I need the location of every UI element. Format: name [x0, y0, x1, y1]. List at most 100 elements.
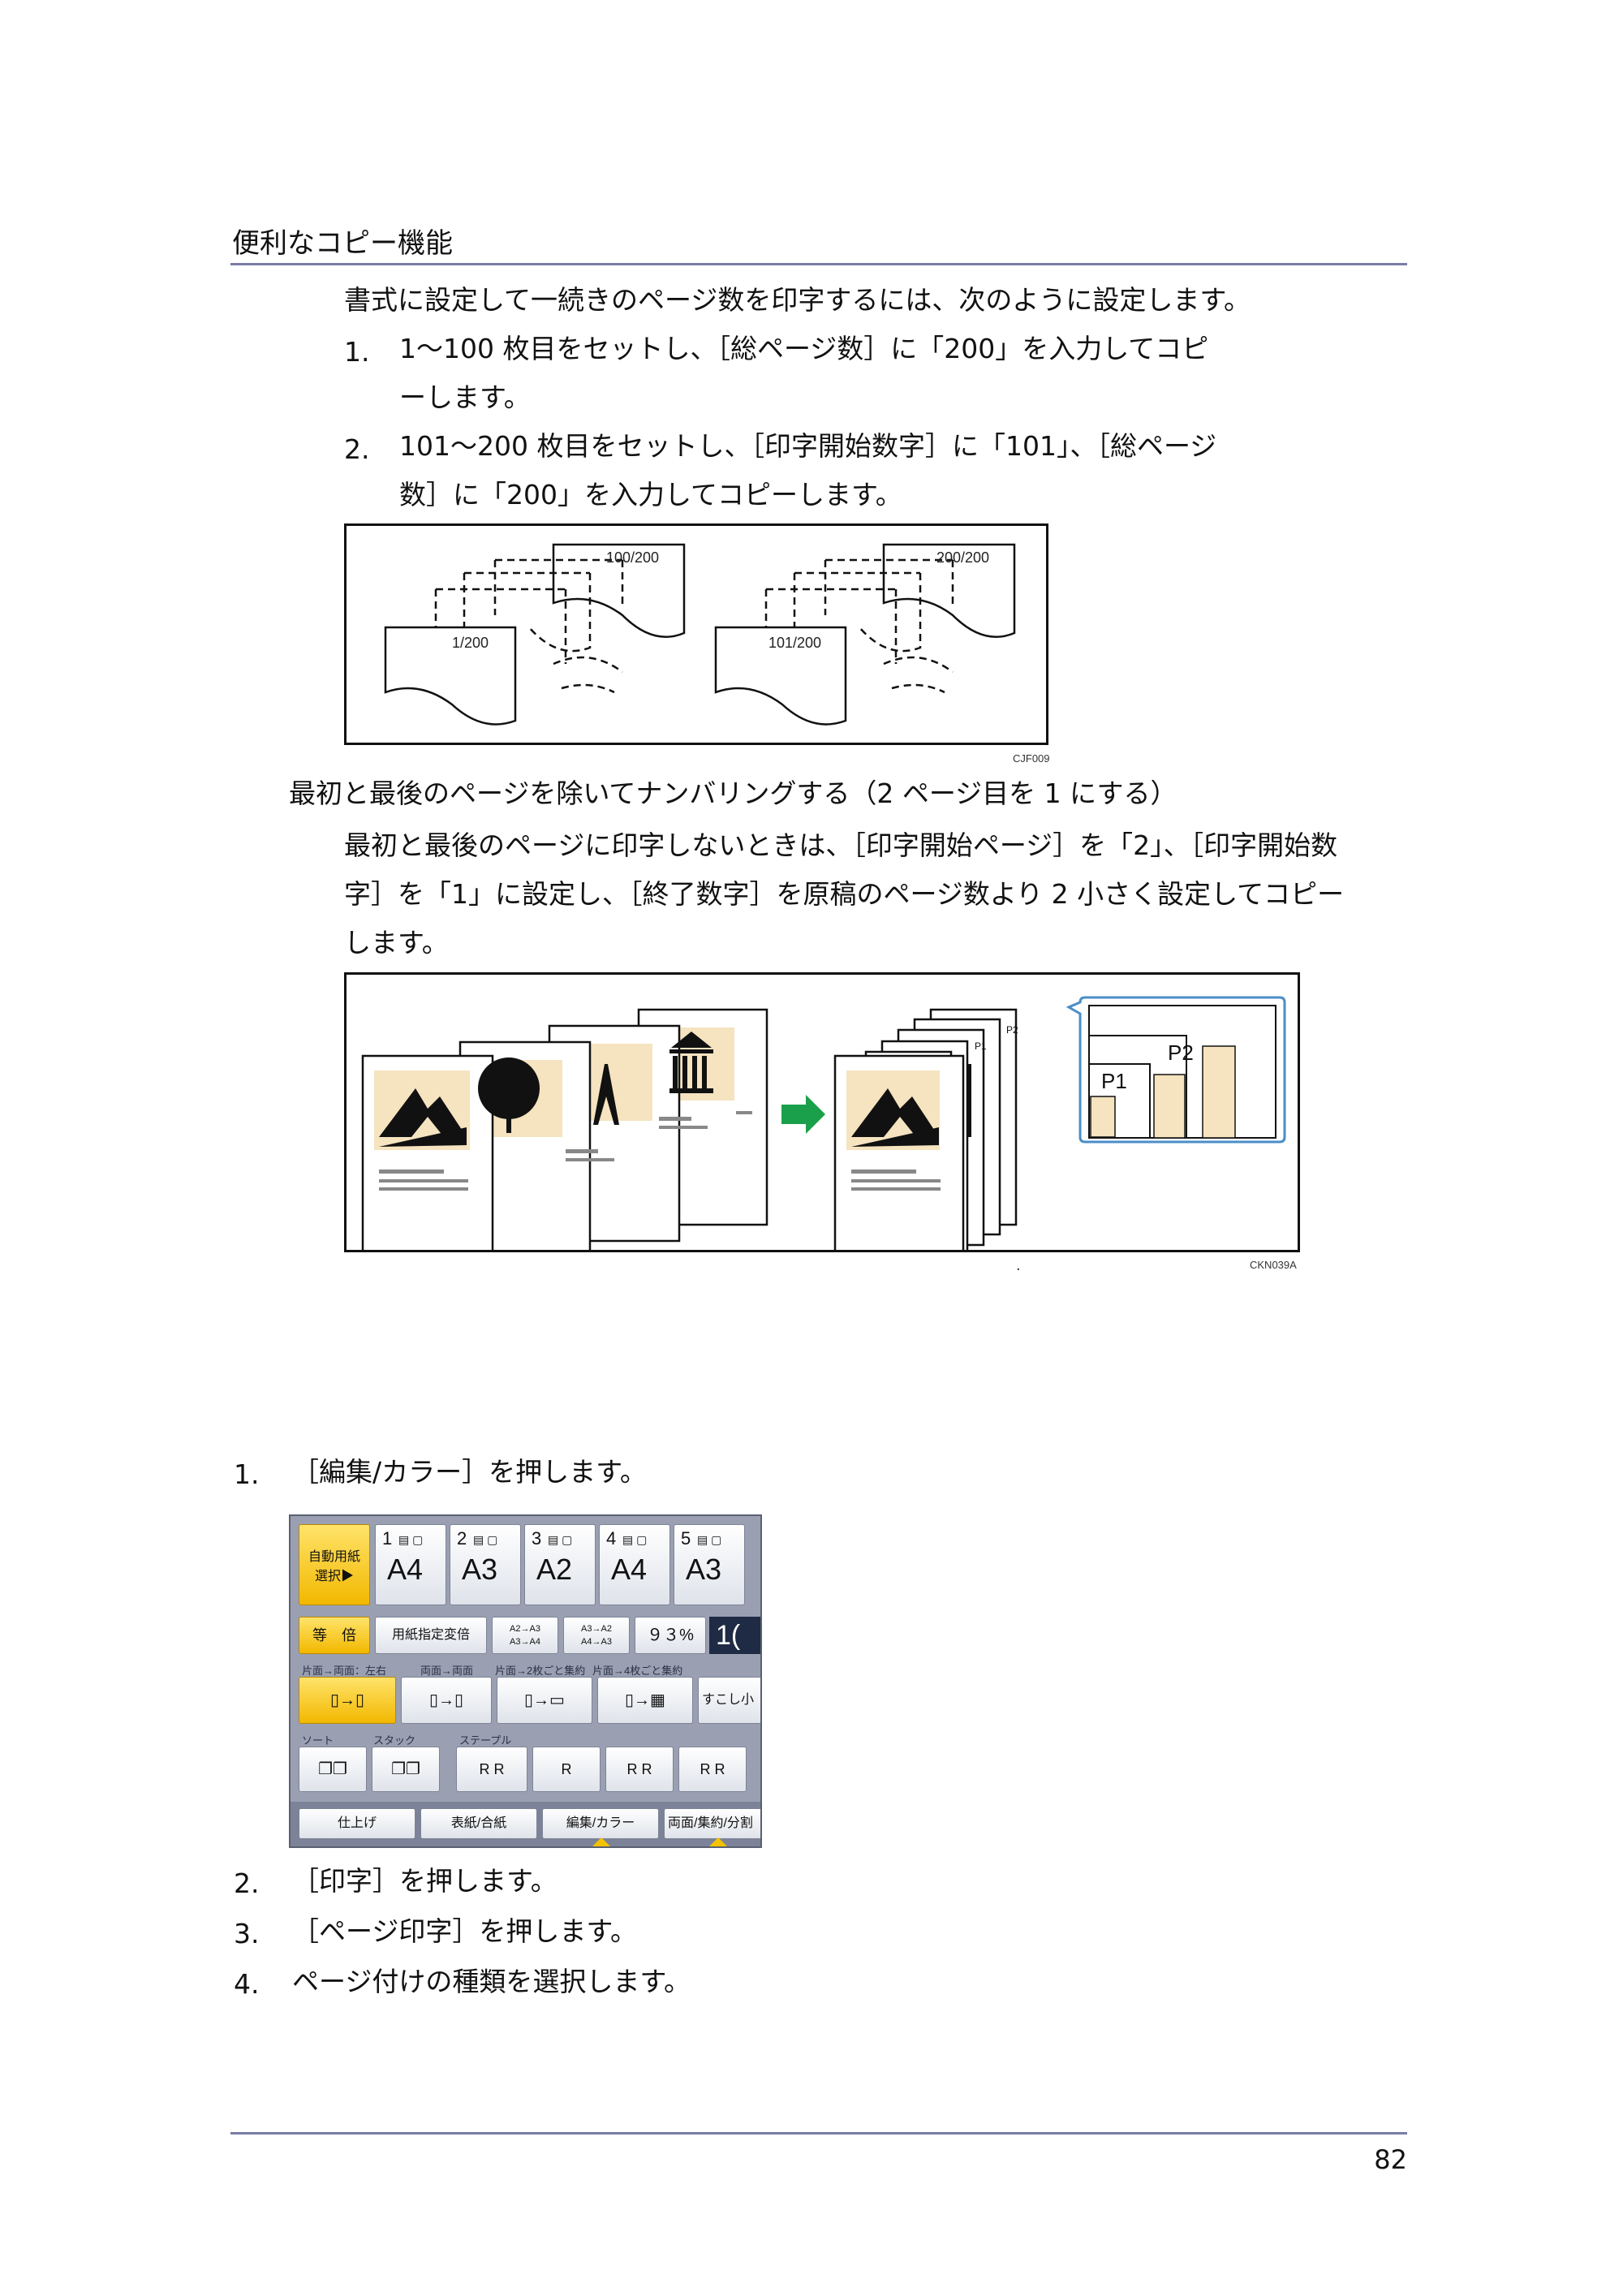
tray-icon: ▤ ▢ — [622, 1533, 648, 1546]
step-number: 2. — [344, 433, 370, 465]
ratio-label: A3→A2 — [581, 1624, 612, 1634]
combine-2-button[interactable]: ▯→▭ — [497, 1677, 592, 1724]
tab-indicator-icon — [592, 1837, 610, 1846]
paper-size: A3 — [686, 1553, 722, 1586]
tray-number: 3 — [532, 1528, 542, 1549]
duplex-2to2-button[interactable]: ▯→▯ — [401, 1677, 492, 1724]
tray-icon: ▤ ▢ — [473, 1533, 498, 1546]
tray-number: 4 — [606, 1528, 617, 1549]
tray-button[interactable]: 5 ▤ ▢ A3 — [674, 1524, 745, 1605]
duplex-1to2-button[interactable]: ▯→▯ — [299, 1677, 396, 1724]
stack-button[interactable]: ❐❐ — [372, 1747, 440, 1792]
auto-paper-select-button[interactable]: 自動用紙 選択▶ — [299, 1524, 370, 1605]
tab-finishing[interactable]: 仕上げ — [299, 1808, 415, 1839]
staple-button[interactable]: R R — [605, 1747, 674, 1792]
duplex-label: 片面→4枚ごと集約 — [592, 1665, 683, 1677]
same-size-button[interactable]: 等 倍 — [299, 1617, 370, 1654]
auto-paper-label: 自動用紙 — [308, 1550, 360, 1564]
tray-icon: ▤ ▢ — [548, 1533, 573, 1546]
tray-number: 5 — [681, 1528, 691, 1549]
paper-size: A4 — [611, 1553, 648, 1586]
step-line: 101～200 枚目をセットし、［印字開始数字］に「101」、［総ページ — [399, 430, 1217, 462]
procedure-number: 4. — [234, 1968, 260, 2000]
tray-icon: ▤ ▢ — [697, 1533, 722, 1546]
tab-edit-color[interactable]: 編集/カラー — [542, 1808, 659, 1839]
page-label: 200/200 — [936, 549, 989, 566]
procedure-text: ［印字］を押します。 — [292, 1865, 558, 1897]
stack-icon: ❐❐ — [391, 1760, 420, 1778]
sort-label: スタック — [373, 1734, 416, 1747]
duplex-label: 片面→2枚ごと集約 — [495, 1665, 586, 1677]
figure-dot: . — [1016, 1256, 1021, 1274]
page-label: P2 — [1006, 1024, 1018, 1036]
procedure-text: ページ付けの種類を選択します。 — [292, 1966, 691, 1997]
tab-duplex-combine-series[interactable]: 両面/集約/分割 — [664, 1808, 760, 1839]
tab-indicator-icon — [709, 1837, 727, 1846]
reduce-ratio-button[interactable]: A2→A3 A3→A4 — [492, 1617, 558, 1654]
staple-icon: R R — [479, 1761, 505, 1777]
figure-skip-pages-drawing: P2 P1 P2 P1 — [361, 996, 1286, 1269]
procedure-number: 2. — [234, 1867, 260, 1899]
ratio-label: A4→A3 — [581, 1637, 612, 1647]
staple-button[interactable]: R R — [456, 1747, 527, 1792]
tray-number: 2 — [457, 1528, 467, 1549]
step-line: 数］に「200」を入力してコピーします。 — [399, 479, 902, 510]
ratio-label: A3→A4 — [510, 1637, 540, 1647]
tray-icon: ▤ ▢ — [398, 1533, 424, 1546]
staple-icon: R — [561, 1761, 572, 1777]
auto-paper-label2: 選択▶ — [314, 1570, 354, 1583]
percent-button[interactable]: ９３% — [635, 1617, 706, 1654]
page-label: 101/200 — [768, 635, 821, 651]
staple-button[interactable]: R — [532, 1747, 601, 1792]
combine-icon: ▯→▭ — [524, 1691, 565, 1709]
section-line: します。 — [344, 927, 449, 958]
slightly-smaller-button[interactable]: すこし小 — [698, 1677, 760, 1724]
procedure-text: ［ページ印字］を押します。 — [292, 1915, 638, 1947]
figure-code: CKN039A — [1250, 1259, 1297, 1271]
tray-button[interactable]: 1 ▤ ▢ A4 — [375, 1524, 446, 1605]
figure-page-numbering: 100/200 1/200 200/200 101/200 — [344, 523, 1048, 745]
section-heading: 最初と最後のページを除いてナンバリングする（2 ページ目を 1 にする） — [289, 778, 1177, 809]
staple-icon: R R — [700, 1761, 725, 1777]
page-number: 82 — [1374, 2144, 1407, 2175]
page-label: P1 — [975, 1040, 987, 1052]
ratio-label: A2→A3 — [510, 1624, 540, 1634]
procedure-number: 1. — [234, 1458, 260, 1490]
staple-icon: R R — [626, 1761, 652, 1777]
ratio-display: 1( — [709, 1617, 760, 1654]
tray-button[interactable]: 2 ▤ ▢ A3 — [450, 1524, 521, 1605]
sort-label: ステープル — [459, 1734, 512, 1747]
page-label: 1/200 — [452, 635, 489, 651]
section-line: 最初と最後のページに印字しないときは、［印字開始ページ］を「2」、［印字開始数 — [344, 829, 1338, 861]
page-label: P1 — [1101, 1069, 1127, 1093]
paper-size: A4 — [387, 1553, 424, 1586]
sort-button[interactable]: ❐❐ — [299, 1747, 367, 1792]
page-label: P2 — [1168, 1040, 1194, 1065]
duplex-icon: ▯→▯ — [428, 1691, 463, 1709]
procedure-text: ［編集/カラー］を押します。 — [292, 1456, 647, 1488]
combine-icon: ▯→▦ — [625, 1691, 665, 1709]
paper-size: A3 — [462, 1553, 498, 1586]
paper-scale-button[interactable]: 用紙指定変倍 — [375, 1617, 487, 1654]
step-number: 1. — [344, 336, 370, 368]
intro-text: 書式に設定して一続きのページ数を印字するには、次のように設定します。 — [344, 284, 1251, 316]
paper-size: A2 — [536, 1553, 573, 1586]
footer-rule — [230, 2132, 1407, 2134]
tray-button[interactable]: 4 ▤ ▢ A4 — [599, 1524, 670, 1605]
section-title: 便利なコピー機能 — [232, 227, 453, 260]
figure-skip-pages: P2 P1 P2 P1 — [344, 972, 1300, 1269]
staple-button[interactable]: R R — [678, 1747, 747, 1792]
duplex-label: 片面→両面：左右 — [302, 1665, 387, 1677]
page-label: 100/200 — [606, 549, 659, 566]
combine-4-button[interactable]: ▯→▦ — [597, 1677, 693, 1724]
tray-button[interactable]: 3 ▤ ▢ A2 — [524, 1524, 596, 1605]
sort-icon: ❐❐ — [318, 1760, 347, 1778]
enlarge-ratio-button[interactable]: A3→A2 A4→A3 — [563, 1617, 630, 1654]
section-line: 字］を「1」に設定し、［終了数字］を原稿のページ数より 2 小さく設定してコピー — [344, 878, 1345, 910]
procedure-number: 3. — [234, 1918, 260, 1949]
step-line: ーします。 — [399, 381, 531, 413]
header-rule — [230, 263, 1407, 265]
step-line: 1～100 枚目をセットし、［総ページ数］に「200」を入力してコピ — [399, 333, 1209, 364]
tab-cover-slip[interactable]: 表紙/合紙 — [420, 1808, 537, 1839]
duplex-icon: ▯→▯ — [329, 1691, 364, 1709]
